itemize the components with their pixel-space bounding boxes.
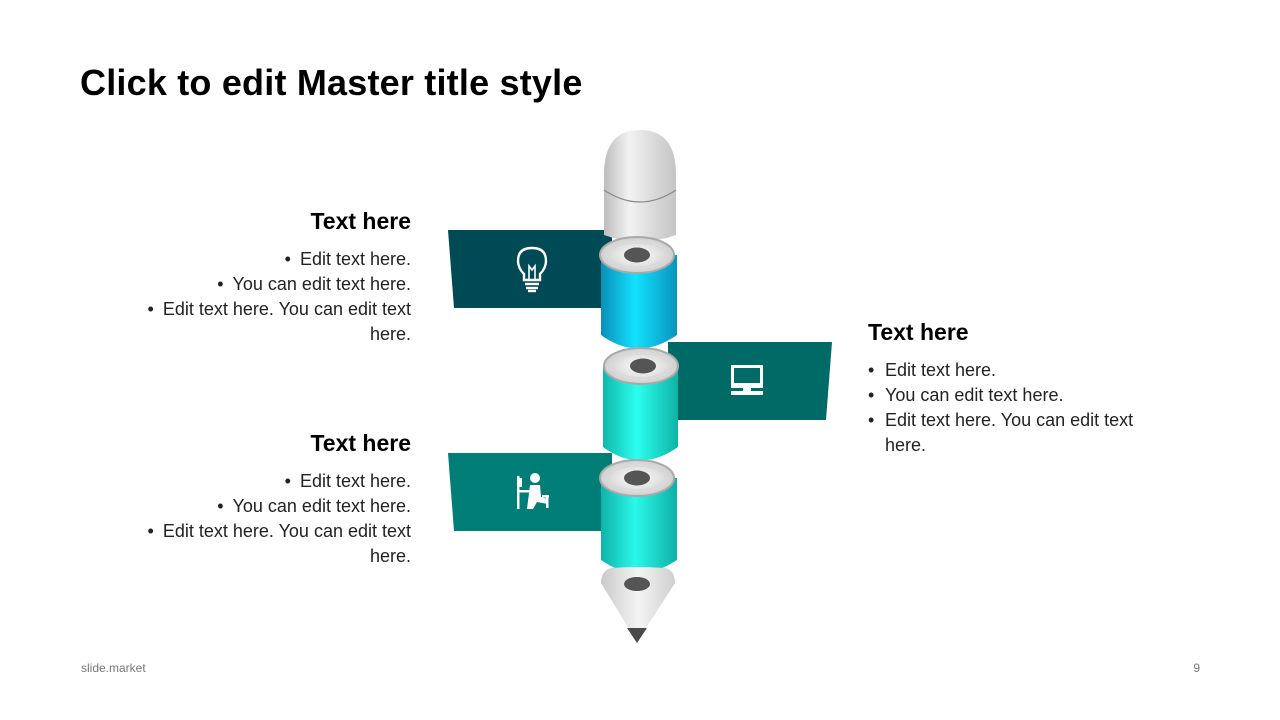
footer-brand: slide.market xyxy=(81,661,146,675)
bullet-list: Edit text here. You can edit text here. … xyxy=(110,469,411,569)
block-heading[interactable]: Text here xyxy=(868,319,969,345)
person-at-desk-icon xyxy=(517,473,549,509)
slide-number: 9 xyxy=(1193,661,1200,675)
bullet-item[interactable]: Edit text here. You can edit text here. xyxy=(868,408,1158,458)
lightbulb-icon xyxy=(516,246,548,293)
banner-top-left xyxy=(448,230,612,308)
bullet-item[interactable]: You can edit text here. xyxy=(868,383,1158,408)
pencil-eraser xyxy=(603,130,677,242)
computer-monitor-icon xyxy=(731,365,763,395)
pencil-segment-bottom xyxy=(599,459,677,573)
bullet-item[interactable]: You can edit text here. xyxy=(110,272,411,297)
bullet-item[interactable]: You can edit text here. xyxy=(110,494,411,519)
bullet-item[interactable]: Edit text here. You can edit text here. xyxy=(110,519,411,569)
bullet-list: Edit text here. You can edit text here. … xyxy=(110,247,411,347)
bullet-item[interactable]: Edit text here. xyxy=(110,469,411,494)
pencil-tip xyxy=(601,567,675,643)
text-block-top-left: Text here Edit text here. You can edit t… xyxy=(110,208,411,347)
text-block-right: Text here Edit text here. You can edit t… xyxy=(868,319,1158,458)
bullet-item[interactable]: Edit text here. xyxy=(110,247,411,272)
bullet-item[interactable]: Edit text here. xyxy=(868,358,1158,383)
bullet-item[interactable]: Edit text here. You can edit text here. xyxy=(110,297,411,347)
block-heading[interactable]: Text here xyxy=(310,208,411,234)
slide-title[interactable]: Click to edit Master title style xyxy=(80,62,583,103)
block-heading[interactable]: Text here xyxy=(310,430,411,456)
text-block-bottom-left: Text here Edit text here. You can edit t… xyxy=(110,430,411,569)
bullet-list: Edit text here. You can edit text here. … xyxy=(868,358,1158,458)
pencil-segment-top xyxy=(599,236,677,349)
pencil-segment-middle xyxy=(603,347,679,461)
